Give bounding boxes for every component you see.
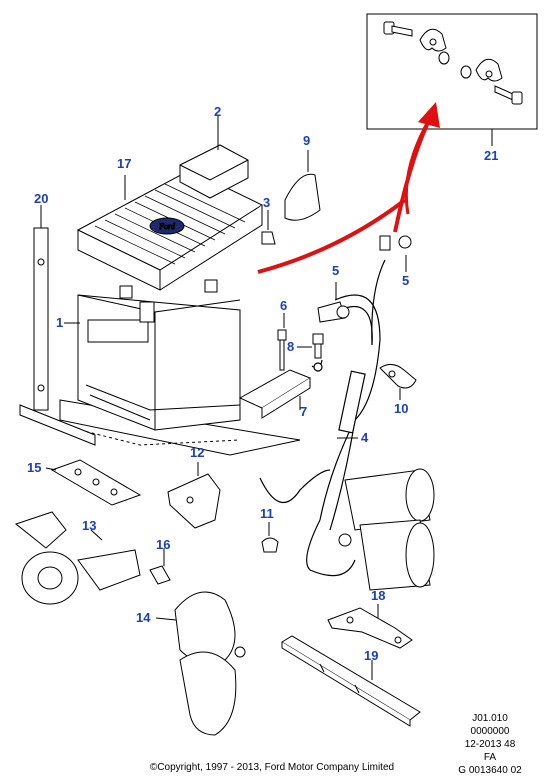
bracket-12 <box>167 473 221 529</box>
callout-16[interactable]: 16 <box>156 537 171 552</box>
battery-cover: Ford <box>76 169 264 291</box>
battery-cables <box>259 259 386 577</box>
meta-block: J01.010 0000000 12-2013 48 FA G 0013640 … <box>440 712 540 777</box>
clamp-part <box>419 28 447 52</box>
clamp-part-2 <box>475 58 503 82</box>
callout-18[interactable]: 18 <box>371 588 386 603</box>
meta-line-2: 0000000 <box>470 726 510 737</box>
callout-15[interactable]: 15 <box>27 460 42 475</box>
callout-20[interactable]: 20 <box>34 191 49 206</box>
callout-2[interactable]: 2 <box>214 104 222 119</box>
bolt-part-2 <box>494 85 523 105</box>
rail-19 <box>281 635 421 727</box>
meta-line-4: FA <box>483 752 497 763</box>
callout-6[interactable]: 6 <box>280 298 288 313</box>
bracket-7 <box>238 369 312 419</box>
meta-line-5: G 0013640 02 <box>458 765 522 776</box>
ford-badge: Ford <box>158 222 176 231</box>
bolt-6 <box>277 329 287 371</box>
terminal-5 <box>317 235 412 323</box>
battery <box>77 279 241 431</box>
callout-1[interactable]: 1 <box>56 315 64 330</box>
callout-4[interactable]: 4 <box>361 430 369 445</box>
terminal-cover <box>179 115 249 199</box>
meta-line-3: 12-2013 48 <box>464 739 516 750</box>
callout-5-a[interactable]: 5 <box>332 263 340 278</box>
callout-3[interactable]: 3 <box>263 195 271 210</box>
leader-lines <box>45 175 407 680</box>
washer-part <box>438 51 472 79</box>
bolt-16 <box>149 565 171 585</box>
callout-8[interactable]: 8 <box>287 339 295 354</box>
inset-detail-box <box>366 13 538 146</box>
bolt-part <box>383 21 413 37</box>
bolt-3 <box>261 210 276 245</box>
callout-5-b[interactable]: 5 <box>402 273 410 288</box>
red-arrow <box>257 102 440 274</box>
horn-13 <box>14 511 141 605</box>
plate-15 <box>50 459 142 506</box>
callout-17[interactable]: 17 <box>117 156 132 171</box>
bracket-18 <box>327 607 413 649</box>
callout-10[interactable]: 10 <box>394 401 409 416</box>
callout-19[interactable]: 19 <box>364 648 379 663</box>
horn-14 <box>174 591 246 736</box>
copyright-notice: ©Copyright, 1997 - 2013, Ford Motor Comp… <box>149 762 395 773</box>
grommet <box>261 522 279 553</box>
meta-line-1: J01.010 <box>472 713 508 724</box>
callout-11[interactable]: 11 <box>260 506 274 521</box>
callout-7[interactable]: 7 <box>300 404 308 419</box>
callout-14[interactable]: 14 <box>136 610 151 625</box>
callout-13[interactable]: 13 <box>82 518 97 533</box>
callout-12[interactable]: 12 <box>190 445 205 460</box>
starter-motor <box>338 468 435 591</box>
callout-21[interactable]: 21 <box>484 148 499 163</box>
cable-clip <box>379 364 417 389</box>
bolt-8 <box>312 333 324 359</box>
hold-down-bracket <box>19 205 96 446</box>
cable-cover <box>284 150 321 221</box>
callout-9[interactable]: 9 <box>303 133 311 148</box>
